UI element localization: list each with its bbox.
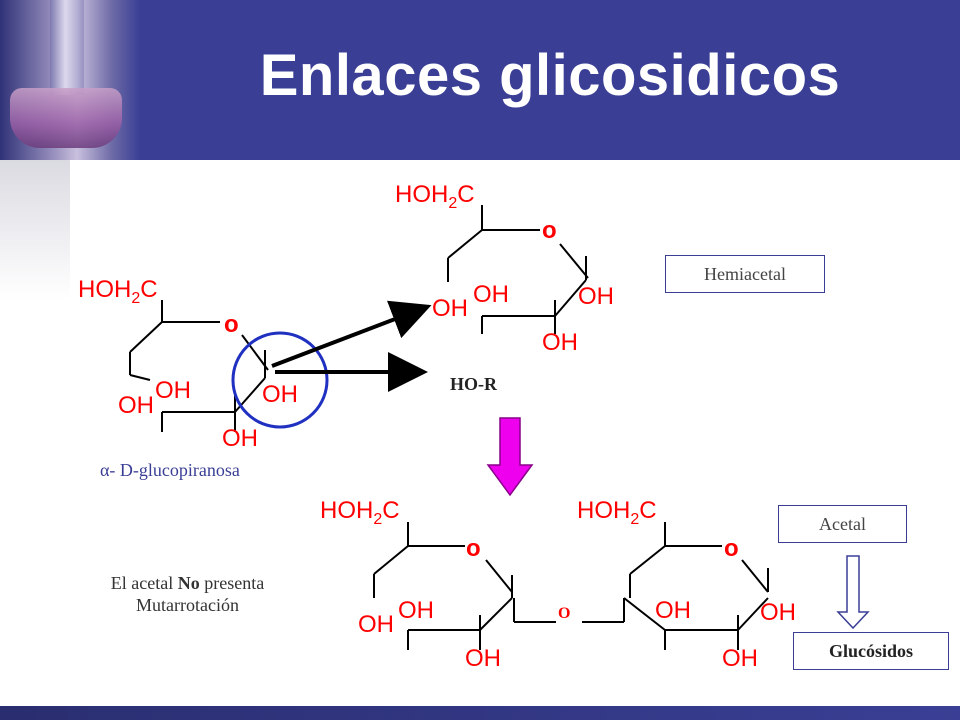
acetal-label-box: Acetal xyxy=(778,505,907,543)
glucose-bottom-left-labels: HOH2C o OH OH OH O xyxy=(320,497,570,672)
oh-label: OH xyxy=(262,381,298,408)
oh-label: OH xyxy=(465,645,501,672)
arrow-to-hemiacetal xyxy=(271,300,432,368)
anomeric-oh-circle xyxy=(231,331,329,429)
hoh2c-label: HOH2C xyxy=(395,181,475,212)
oh-label: OH xyxy=(118,392,154,419)
glycosidic-oxygen: O xyxy=(558,605,570,622)
oh-label: OH xyxy=(578,283,614,310)
oh-label: OH xyxy=(473,281,509,308)
glucose-bottom-left xyxy=(373,522,624,650)
footer-bar xyxy=(0,706,960,720)
title-bar: Enlaces glicosidicos xyxy=(0,0,960,160)
glucopyranose-name: α- D-glucopiranosa xyxy=(100,460,240,480)
oh-label: OH xyxy=(222,425,258,452)
glucose-top xyxy=(447,205,589,334)
oh-label: OH xyxy=(155,377,191,404)
oh-label: OH xyxy=(655,597,691,624)
hoh2c-label: HOH2C xyxy=(320,497,400,528)
oh-label: OH xyxy=(432,295,468,322)
glucose-left xyxy=(129,300,269,432)
note-suffix: presenta xyxy=(199,573,265,593)
ring-oxygen: o xyxy=(542,217,557,244)
mutarotation-note: El acetal No presenta Mutarrotación xyxy=(65,572,310,616)
hoh2c-label: HOH2C xyxy=(78,276,158,307)
oh-label: OH xyxy=(358,611,394,638)
ring-oxygen: o xyxy=(224,311,239,338)
note-line-2: Mutarrotación xyxy=(136,595,239,615)
note-bold: No xyxy=(177,573,200,593)
oh-label: OH xyxy=(722,645,758,672)
flask-neck xyxy=(50,0,84,95)
glucose-top-labels: HOH2C o OH OH OH OH xyxy=(395,181,614,356)
hoh2c-label: HOH2C xyxy=(577,497,657,528)
reagent-label: HO-R xyxy=(450,374,497,394)
note-prefix: El acetal xyxy=(110,573,178,593)
note-line-1: El acetal No presenta xyxy=(65,572,310,594)
oh-label: OH xyxy=(542,329,578,356)
oh-label: OH xyxy=(398,597,434,624)
down-arrow-icon xyxy=(486,417,534,497)
outline-down-arrow-icon xyxy=(836,555,870,630)
ring-oxygen: o xyxy=(466,535,481,562)
glucose-left-labels: HOH2C o OH OH OH OH xyxy=(78,276,298,452)
glucose-bottom-right-labels: HOH2C o OH OH OH xyxy=(577,497,796,672)
oh-label: OH xyxy=(760,599,796,626)
glucosidos-label-box: Glucósidos xyxy=(793,632,949,670)
flask-reflection xyxy=(0,160,70,300)
ring-oxygen: o xyxy=(724,535,739,562)
flask-body xyxy=(10,88,122,148)
hemiacetal-label-box: Hemiacetal xyxy=(665,255,825,293)
lab-flask-image xyxy=(0,0,140,160)
glucose-bottom-right xyxy=(623,522,769,650)
slide-title: Enlaces glicosidicos xyxy=(259,43,841,108)
